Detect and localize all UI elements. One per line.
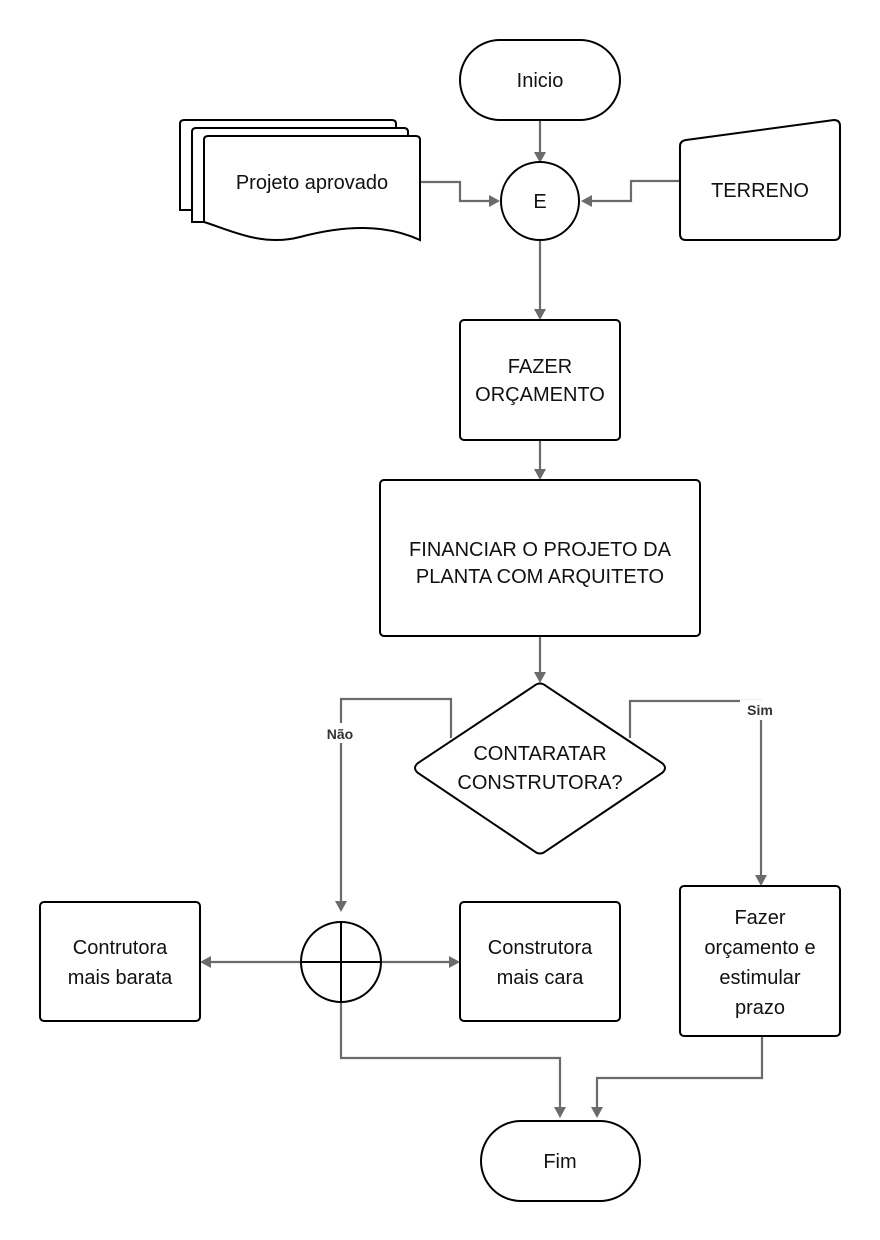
financiar-line2: PLANTA COM ARQUITETO xyxy=(416,566,664,588)
node-inicio: Inicio xyxy=(459,39,621,121)
cara-line2: mais cara xyxy=(497,967,585,989)
node-fim: Fim xyxy=(480,1120,641,1202)
node-decisao: CONTARATAR CONSTRUTORA? xyxy=(414,682,666,855)
edge-gate-to-cara xyxy=(381,956,460,968)
financiar-line1: FINANCIAR O PROJETO DA xyxy=(409,539,672,561)
orcamento-line2: ORÇAMENTO xyxy=(475,384,605,406)
terreno-label: TERRENO xyxy=(711,180,809,202)
prazo-line4: prazo xyxy=(735,997,785,1019)
barata-line2: mais barata xyxy=(68,967,173,989)
cara-line1: Construtora xyxy=(488,937,593,959)
edge-label-nao: Não xyxy=(327,726,353,742)
nao-label-bg xyxy=(320,723,360,743)
edge-gate-to-fim xyxy=(339,1001,566,1118)
projeto-label: Projeto aprovado xyxy=(236,172,388,194)
prazo-line3: estimular xyxy=(719,967,800,989)
node-e-gate: E xyxy=(500,161,580,241)
edge-prazo-to-fim xyxy=(591,1036,764,1118)
edge-decisao-sim xyxy=(628,699,767,886)
edge-orcamento-to-financiar xyxy=(534,440,546,480)
inicio-label: Inicio xyxy=(517,70,564,92)
decisao-line2: CONSTRUTORA? xyxy=(457,772,622,794)
node-fazer-orcamento: FAZER ORÇAMENTO xyxy=(459,319,621,441)
decisao-line1: CONTARATAR xyxy=(473,743,606,765)
edge-decisao-nao xyxy=(335,697,453,912)
node-fazer-prazo: Fazer orçamento e estimular prazo xyxy=(679,885,841,1037)
node-construtora-cara: Construtora mais cara xyxy=(459,901,621,1022)
node-financiar: FINANCIAR O PROJETO DA PLANTA COM ARQUIT… xyxy=(379,479,701,637)
node-projeto-aprovado: Projeto aprovado xyxy=(179,119,421,242)
edge-terreno-to-e xyxy=(581,179,680,207)
edge-e-to-orcamento xyxy=(534,240,546,320)
prazo-line1: Fazer xyxy=(734,907,785,929)
fim-label: Fim xyxy=(543,1151,576,1173)
sim-label-bg xyxy=(740,700,780,720)
barata-line1: Contrutora xyxy=(73,937,168,959)
prazo-line2: orçamento e xyxy=(704,937,815,959)
connectors xyxy=(200,120,767,1118)
node-construtora-barata: Contrutora mais barata xyxy=(39,901,201,1022)
orcamento-line1: FAZER xyxy=(508,356,572,378)
edge-financiar-to-decisao xyxy=(534,636,546,683)
edge-label-sim: Sim xyxy=(747,702,773,718)
node-terreno: TERRENO xyxy=(679,118,841,241)
edge-projeto-to-e xyxy=(420,180,500,207)
edge-inicio-to-e xyxy=(534,120,546,163)
edge-gate-to-barata xyxy=(200,956,301,968)
e-gate-label: E xyxy=(533,191,546,213)
node-or-gate xyxy=(300,921,382,1003)
